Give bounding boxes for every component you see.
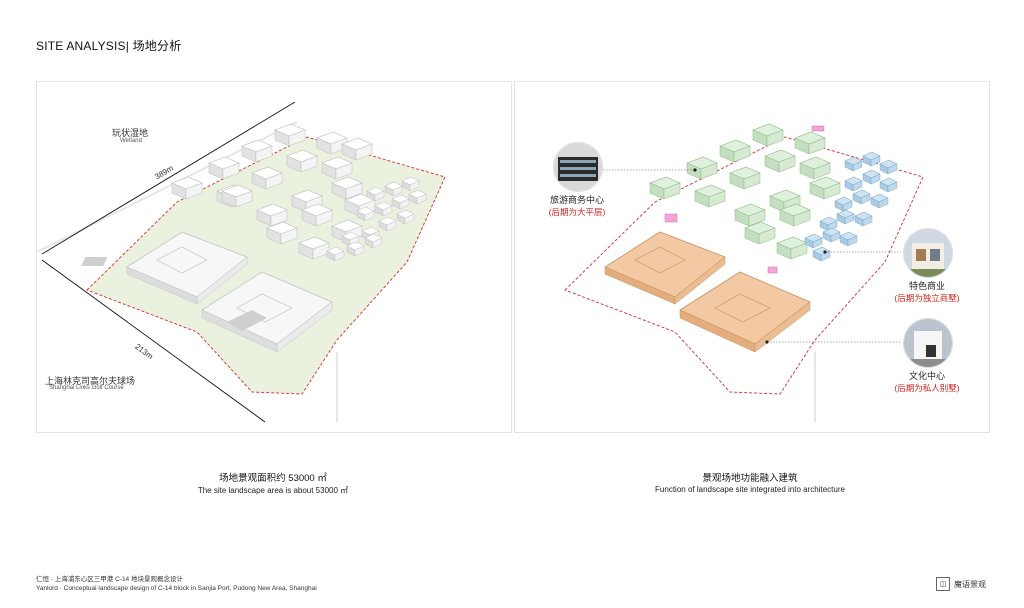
callout-specialty-commercial-name: 特色商业 bbox=[908, 281, 945, 291]
site-plan-left-panel: 玩状湿地 Wetland 389m 213m 上海林克司高尔夫球场 Shangh… bbox=[36, 81, 512, 433]
logo-text: 魔语景观 bbox=[954, 579, 986, 589]
left-caption: 场地景观面积约 53000 ㎡ The site landscape area … bbox=[93, 470, 453, 496]
callout-specialty-commercial-note: (后期为独立商墅) bbox=[894, 293, 960, 303]
right-caption-en: Function of landscape site integrated in… bbox=[655, 485, 845, 494]
page-title: SITE ANALYSIS| 场地分析 bbox=[36, 39, 182, 53]
right-caption: 景观场地功能融入建筑 Function of landscape site in… bbox=[570, 470, 930, 494]
callout-tourism-business-center-name: 旅游商务中心 bbox=[549, 195, 604, 205]
callout-cultural-center-note: (后期为私人别墅) bbox=[894, 383, 960, 393]
callout-cultural-center-name: 文化中心 bbox=[908, 371, 945, 381]
tourism-business-center-photo bbox=[553, 142, 603, 192]
callout-specialty-commercial: 特色商业 (后期为独立商墅) bbox=[877, 279, 977, 304]
left-caption-cn: 场地景观面积约 53000 ㎡ bbox=[219, 473, 327, 484]
footer-project-info: 仁恒 · 上海浦东心区三甲港 C-14 地块景观概念设计 Yanlord · C… bbox=[36, 575, 317, 593]
logo-mark-icon: ◫ bbox=[936, 577, 950, 591]
callout-tourism-business-center: 旅游商务中心 (后期为大平层) bbox=[531, 193, 623, 218]
golf-course-label-cn: 上海林克司高尔夫球场 bbox=[45, 376, 136, 386]
site-axonometric-right bbox=[564, 123, 924, 422]
left-caption-en: The site landscape area is about 53000 ㎡ bbox=[197, 486, 349, 495]
site-axonometric-left bbox=[37, 101, 446, 423]
wetland-label-en: Wetland bbox=[120, 138, 142, 144]
callout-cultural-center: 文化中心 (后期为私人别墅) bbox=[877, 369, 977, 394]
footer-line-en: Yanlord · Conceptual landscape design of… bbox=[36, 585, 317, 592]
specialty-commercial-photo bbox=[903, 228, 953, 278]
brand-logo: ◫ 魔语景观 bbox=[936, 577, 986, 591]
wetland-label-cn: 玩状湿地 bbox=[112, 128, 149, 138]
callout-tourism-business-center-note: (后期为大平层) bbox=[548, 207, 606, 217]
function-plan-right-panel: 旅游商务中心 (后期为大平层) 特色商业 (后期为独立商墅) 文化中心 (后期为… bbox=[514, 81, 990, 433]
golf-course-label-en: Shanghai Links Golf Course bbox=[49, 385, 124, 391]
footer-line-cn: 仁恒 · 上海浦东心区三甲港 C-14 地块景观概念设计 bbox=[36, 576, 183, 583]
right-caption-cn: 景观场地功能融入建筑 bbox=[702, 473, 798, 484]
cultural-center-photo bbox=[903, 318, 953, 368]
